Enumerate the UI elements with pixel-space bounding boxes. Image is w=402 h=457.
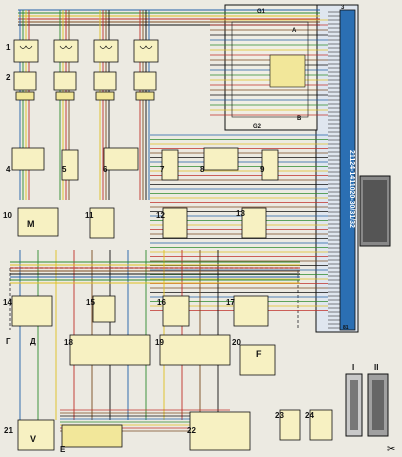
scissors-icon: ✂: [387, 444, 395, 455]
wire-letter-d: Д: [30, 337, 36, 346]
ecu-pin-top: 3: [341, 5, 345, 11]
label-20: 20: [232, 338, 241, 347]
label-9: 9: [260, 165, 265, 174]
connector-view-ii: II: [374, 363, 378, 372]
connector-views: I II: [345, 363, 389, 437]
relay-g1-label: G1: [257, 9, 266, 15]
label-15: 15: [86, 298, 95, 307]
ecu-connector: 21124-1411020-30/31/32 3 81: [315, 4, 391, 333]
label-23: 23: [275, 411, 284, 420]
label-2: 2: [6, 73, 11, 82]
wire-letter-g: Г: [6, 337, 11, 346]
label-22: 22: [187, 426, 196, 435]
label-21: 21: [4, 426, 13, 435]
relay-a-label: A: [292, 28, 297, 34]
relay-block-contents: G1 G2 A B: [231, 9, 309, 130]
label-19: 19: [155, 338, 164, 347]
block-letter-f: F: [256, 349, 262, 359]
ecu-pin-bottom: 81: [343, 325, 349, 331]
relay-b-label: B: [297, 116, 302, 122]
component-labels: 1 2 3 4 5 6 7 8 9 10 11 12 13 14 15 16 1…: [3, 43, 314, 435]
label-17: 17: [226, 298, 235, 307]
label-16: 16: [157, 298, 166, 307]
wire-letter-e: E: [60, 445, 66, 454]
ecu-label: 21124-1411020-30/31/32: [348, 150, 355, 228]
label-12: 12: [156, 211, 165, 220]
block-letter-v: V: [30, 434, 36, 444]
label-10: 10: [3, 211, 12, 220]
label-24: 24: [305, 411, 314, 420]
connector-view-i: I: [352, 363, 354, 372]
label-14: 14: [3, 298, 12, 307]
relay-g2-label: G2: [253, 124, 262, 130]
block-letter-m: M: [27, 219, 35, 229]
label-4: 4: [6, 165, 11, 174]
label-13: 13: [236, 209, 245, 218]
label-6: 6: [103, 165, 108, 174]
label-18: 18: [64, 338, 73, 347]
label-11: 11: [85, 211, 94, 220]
components: [11, 39, 333, 451]
label-8: 8: [200, 165, 205, 174]
label-5: 5: [62, 165, 67, 174]
label-1: 1: [6, 43, 11, 52]
label-7: 7: [160, 165, 165, 174]
